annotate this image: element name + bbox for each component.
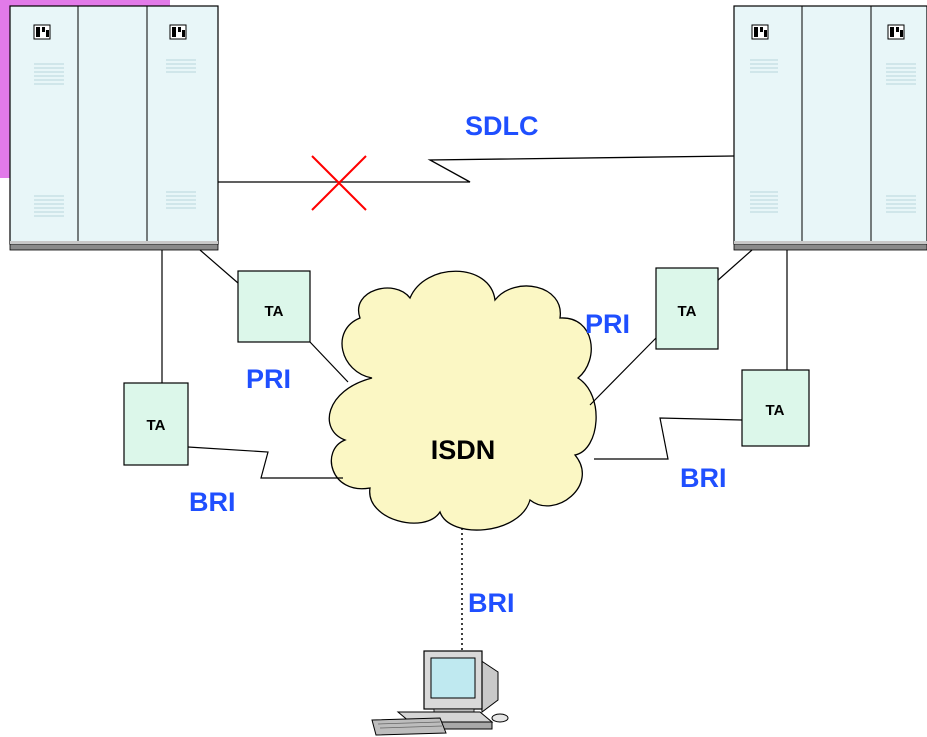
pri-label-left: PRI bbox=[246, 364, 291, 394]
bri-label-left: BRI bbox=[189, 487, 236, 517]
server-panel-icon bbox=[169, 24, 187, 40]
link-line bbox=[199, 249, 239, 284]
bri-label-right: BRI bbox=[680, 463, 727, 493]
server-panel-icon bbox=[887, 24, 905, 40]
left-server bbox=[9, 5, 219, 251]
bri-label-bottom: BRI bbox=[468, 588, 515, 618]
ta-box: TA bbox=[123, 382, 189, 466]
ta-label: TA bbox=[678, 303, 697, 320]
isdn-label: ISDN bbox=[431, 435, 496, 465]
link-line bbox=[594, 417, 743, 460]
pri-label-right: PRI bbox=[585, 309, 630, 339]
ta-box: TA bbox=[741, 369, 810, 447]
link-failure-x-icon bbox=[311, 155, 367, 211]
server-panel-icon bbox=[751, 24, 769, 40]
sdlc-label: SDLC bbox=[465, 111, 539, 141]
ta-label: TA bbox=[766, 402, 785, 419]
ta-label: TA bbox=[265, 303, 284, 320]
ta-box: TA bbox=[237, 270, 311, 343]
link-line bbox=[589, 337, 657, 406]
server-panel-icon bbox=[33, 24, 51, 40]
right-server bbox=[733, 5, 927, 251]
ta-label: TA bbox=[147, 417, 166, 434]
isdn-cloud bbox=[328, 270, 597, 531]
link-line bbox=[309, 341, 349, 383]
link-line bbox=[716, 249, 753, 282]
link-line bbox=[187, 446, 343, 479]
desktop-computer-icon bbox=[371, 650, 509, 736]
sdlc-link bbox=[218, 155, 735, 183]
ta-box: TA bbox=[655, 267, 719, 350]
